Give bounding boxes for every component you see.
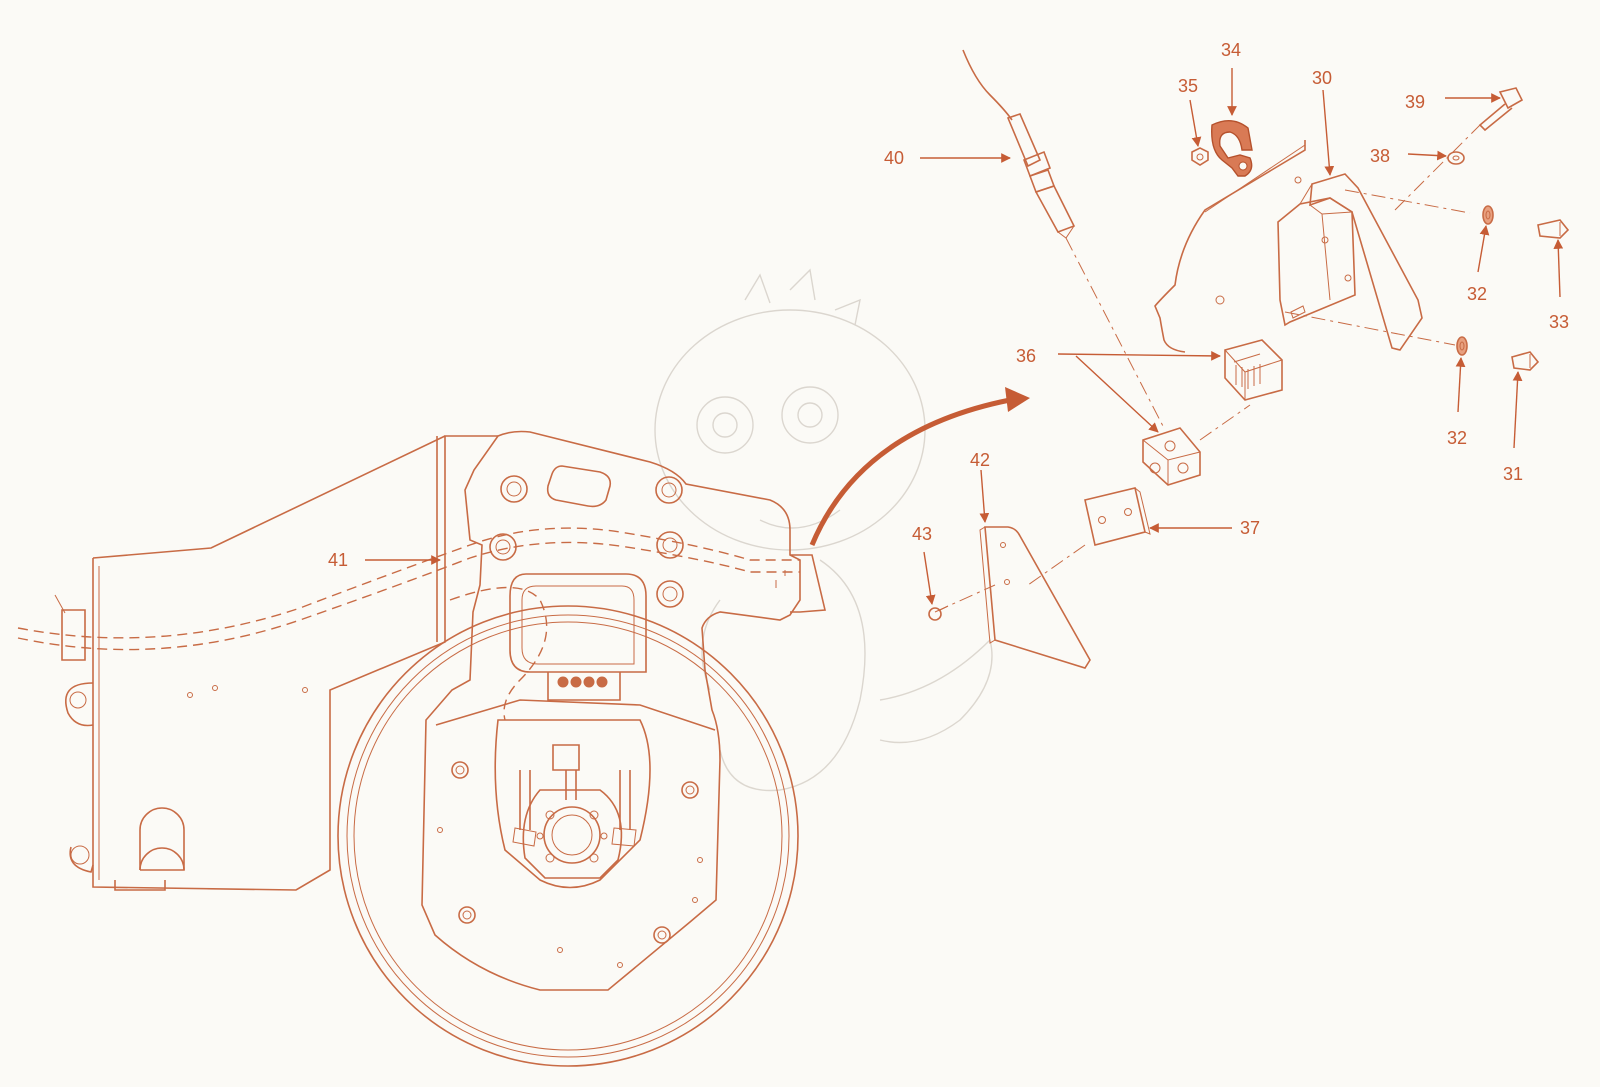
mount-part-36-lower — [1142, 427, 1201, 486]
bolt-part-39 — [1478, 87, 1524, 132]
centerline-plate — [1027, 544, 1086, 586]
washer-part-38 — [1447, 151, 1465, 165]
indicator-row — [557, 676, 608, 688]
callout-43: 43 — [912, 524, 932, 544]
callout-37: 37 — [1240, 518, 1260, 538]
clamp-part-34 — [1211, 120, 1253, 177]
bolt-part-33 — [1537, 219, 1570, 239]
bolt-part-31 — [1511, 351, 1540, 371]
callout-38: 38 — [1370, 146, 1390, 166]
drum-wheel — [337, 605, 799, 1067]
callout-36: 36 — [1016, 346, 1036, 366]
callout-40: 40 — [884, 148, 904, 168]
callout-33: 33 — [1549, 312, 1569, 332]
plate-bolts — [451, 475, 699, 944]
callout-labels: 41 40 34 35 30 39 38 32 33 32 31 36 37 4… — [328, 40, 1569, 570]
watermark-mascot — [654, 268, 993, 792]
washer-part-32-upper — [1482, 205, 1494, 225]
bracket-part-42 — [979, 526, 1091, 669]
assembly-arrowhead — [1005, 387, 1030, 412]
callout-31: 31 — [1503, 464, 1523, 484]
callout-41: 41 — [328, 550, 348, 570]
callout-32-upper: 32 — [1467, 284, 1487, 304]
mount-part-36-upper — [1224, 339, 1283, 401]
leader-lines — [365, 68, 1564, 605]
callout-32-lower: 32 — [1447, 428, 1467, 448]
centerline-30-upper — [1344, 189, 1471, 214]
motor-bolts — [536, 810, 608, 863]
callout-42: 42 — [970, 450, 990, 470]
screw-part-43 — [928, 605, 949, 621]
callout-30: 30 — [1312, 68, 1332, 88]
nut-part-35 — [1191, 147, 1209, 166]
callout-34: 34 — [1221, 40, 1241, 60]
plate-part-37 — [1084, 487, 1151, 546]
centerline-30-diag — [1394, 124, 1481, 211]
callout-35: 35 — [1178, 76, 1198, 96]
centerline-sensor — [1065, 237, 1166, 431]
sensor-part-40 — [962, 49, 1076, 239]
panel-bracket-part-30 — [1154, 140, 1423, 353]
machine-frame — [17, 430, 826, 1067]
assembly-arrow — [809, 397, 1011, 546]
centerline-30-lower — [1284, 311, 1456, 346]
centerline-mounts — [1199, 404, 1251, 441]
callout-39: 39 — [1405, 92, 1425, 112]
washer-part-32-lower — [1456, 336, 1468, 356]
